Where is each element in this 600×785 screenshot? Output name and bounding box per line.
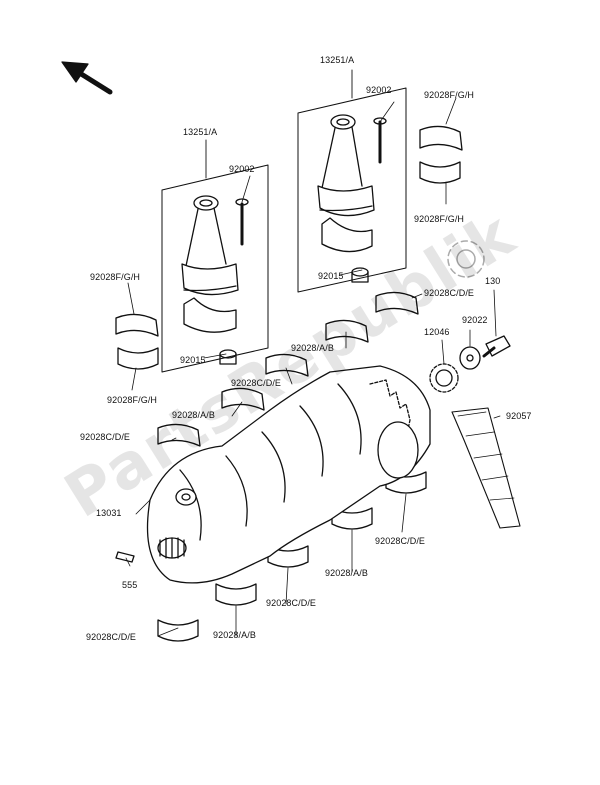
bearing-shell bbox=[157, 423, 201, 447]
connecting-rod-left bbox=[181, 175, 251, 365]
label-130: 130 bbox=[485, 276, 501, 286]
rod-group-box-left bbox=[161, 139, 269, 373]
label-92015-right: 92015 bbox=[318, 271, 344, 281]
bearing-shell bbox=[419, 161, 461, 184]
label-92015-left: 92015 bbox=[180, 355, 206, 365]
bearing-shell bbox=[117, 347, 159, 370]
label-13251a-right: 13251/A bbox=[320, 55, 355, 65]
label-92028fgh-top-right: 92028F/G/H bbox=[424, 90, 475, 100]
label-92002-left: 92002 bbox=[229, 164, 255, 174]
timing-gear bbox=[429, 363, 459, 393]
bearing-shell bbox=[115, 313, 159, 337]
label-92028fgh-right-lower: 92028F/G/H bbox=[414, 214, 465, 224]
bearing-shell bbox=[325, 319, 369, 343]
label-92028ab-4: 92028/A/B bbox=[213, 630, 256, 640]
bearing-shell bbox=[419, 125, 463, 151]
leader-lines bbox=[125, 97, 501, 637]
washer bbox=[459, 346, 481, 370]
bearing-shell bbox=[375, 291, 419, 315]
label-92028cde-2: 92028C/D/E bbox=[231, 378, 282, 388]
label-92028cde-4: 92028C/D/E bbox=[375, 536, 426, 546]
bearing-shell bbox=[157, 619, 199, 642]
connecting-rod-right bbox=[317, 101, 395, 283]
label-92028ab-1: 92028/A/B bbox=[291, 343, 334, 353]
label-92028cde-right: 92028C/D/E bbox=[424, 288, 475, 298]
label-92028cde-5: 92028C/D/E bbox=[266, 598, 317, 608]
bearing-shell bbox=[221, 387, 265, 411]
label-92028cde-left: 92028C/D/E bbox=[80, 432, 131, 442]
bearing-shells bbox=[115, 125, 463, 642]
label-92028ab-3: 92028/A/B bbox=[325, 568, 368, 578]
bearing-shell bbox=[215, 583, 257, 606]
gear-icon bbox=[447, 240, 485, 278]
crankshaft bbox=[146, 365, 431, 584]
label-12046: 12046 bbox=[424, 327, 450, 337]
dowel-pin bbox=[115, 551, 135, 563]
label-92057: 92057 bbox=[506, 411, 532, 421]
bearing-shell bbox=[265, 353, 309, 377]
label-555: 555 bbox=[122, 580, 138, 590]
label-13031: 13031 bbox=[96, 508, 122, 518]
bolt bbox=[482, 335, 511, 358]
label-13251a-left: 13251/A bbox=[183, 127, 218, 137]
label-92028cde-bottom: 92028C/D/E bbox=[86, 632, 137, 642]
label-92002-right: 92002 bbox=[366, 85, 392, 95]
front-direction-arrow-icon bbox=[61, 61, 113, 95]
label-92028ab-2: 92028/A/B bbox=[172, 410, 215, 420]
rod-group-box-right bbox=[297, 69, 407, 293]
label-92022: 92022 bbox=[462, 315, 488, 325]
label-92028fgh-left-top: 92028F/G/H bbox=[90, 272, 141, 282]
label-92028fgh-left-bottom: 92028F/G/H bbox=[107, 395, 158, 405]
cam-chain bbox=[451, 407, 521, 529]
